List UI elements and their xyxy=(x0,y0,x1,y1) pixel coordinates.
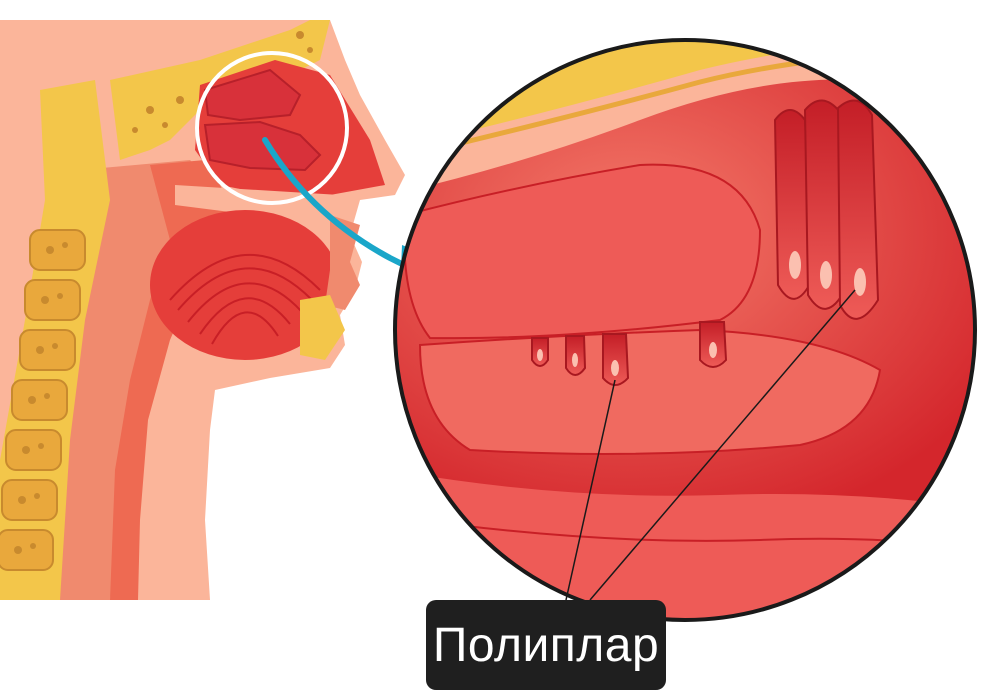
vertebra-dots xyxy=(14,242,68,554)
magnified-view xyxy=(393,38,977,622)
head-cross-section xyxy=(0,20,405,600)
focus-circle xyxy=(195,51,349,205)
lips xyxy=(325,215,360,310)
pharynx xyxy=(110,160,235,600)
leader-lines xyxy=(565,289,856,601)
vertebrae xyxy=(0,229,86,571)
jaw-bone xyxy=(300,295,345,360)
upper-fold xyxy=(403,163,762,340)
turbinate-lower xyxy=(203,120,322,172)
turbinate-upper xyxy=(203,68,302,122)
palate xyxy=(175,185,350,215)
lower-fold xyxy=(418,328,882,455)
tongue-muscle xyxy=(169,253,321,345)
bone-dots xyxy=(132,31,313,133)
polyps-large xyxy=(773,99,880,320)
polyps-label-text: Полиплар xyxy=(432,618,660,672)
polyp-highlights xyxy=(537,342,717,376)
tongue xyxy=(150,210,340,360)
polyps-label: Полиплар xyxy=(426,600,666,690)
magnified-border xyxy=(393,38,977,622)
